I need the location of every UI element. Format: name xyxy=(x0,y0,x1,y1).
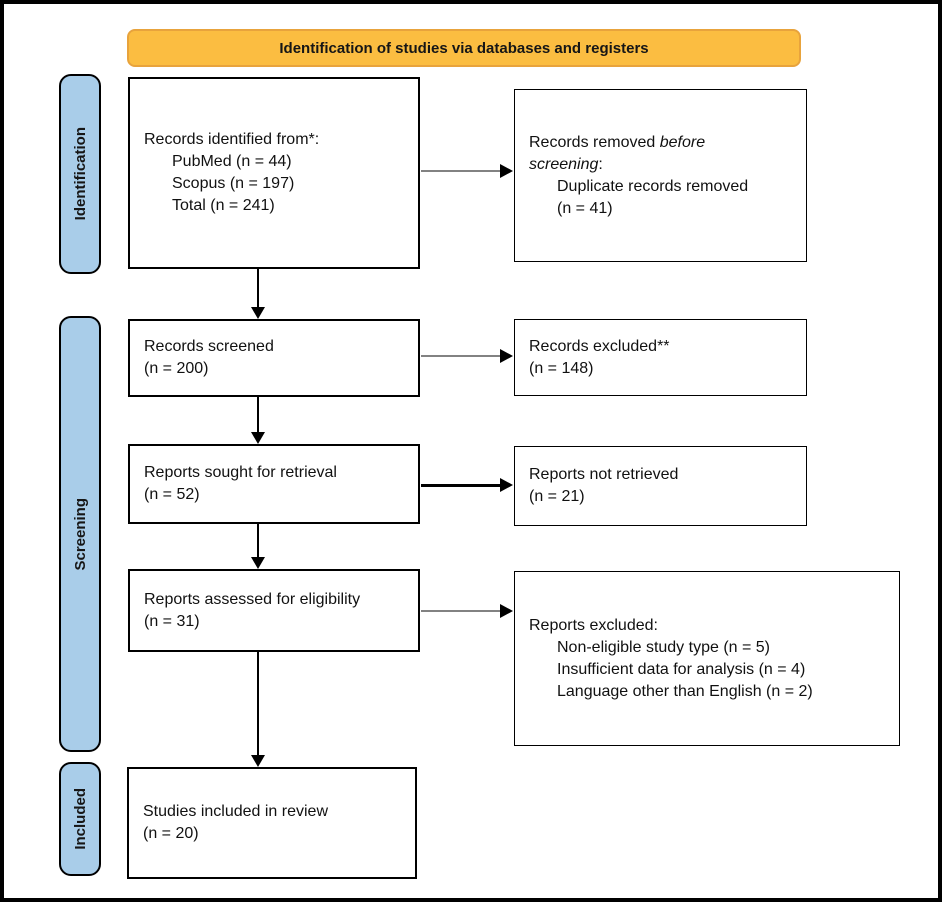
banner-identification-of-studies: Identification of studies via databases … xyxy=(127,29,801,67)
arrow-line-sought-to-not-retrieved xyxy=(421,484,502,487)
arrowhead-assessed-to-included xyxy=(251,755,265,767)
arrowhead-identified-to-removed xyxy=(500,164,513,178)
banner-label: Identification of studies via databases … xyxy=(279,39,649,57)
arrow-line-identified-to-screened xyxy=(257,269,259,309)
box-studies-included: Studies included in review(n = 20) xyxy=(127,767,417,879)
box-records-screened: Records screened(n = 200) xyxy=(128,319,420,397)
box-reports-not-retrieved: Reports not retrieved(n = 21) xyxy=(514,446,807,526)
box-records-excluded: Records excluded**(n = 148) xyxy=(514,319,807,396)
stage-screening: Screening xyxy=(59,316,101,752)
arrowhead-screened-to-excluded xyxy=(500,349,513,363)
arrow-line-screened-to-excluded xyxy=(421,355,502,357)
arrow-line-screened-to-sought xyxy=(257,397,259,434)
arrow-line-assessed-to-reports-excluded xyxy=(421,610,502,612)
box-records-identified: Records identified from*:PubMed (n = 44)… xyxy=(128,77,420,269)
arrowhead-assessed-to-reports-excluded xyxy=(500,604,513,618)
box-reports-sought: Reports sought for retrieval(n = 52) xyxy=(128,444,420,524)
stage-included: Included xyxy=(59,762,101,876)
box-reports-excluded: Reports excluded:Non-eligible study type… xyxy=(514,571,900,746)
stage-identification-label: Identification xyxy=(71,127,89,221)
arrowhead-screened-to-sought xyxy=(251,432,265,444)
stage-screening-label: Screening xyxy=(71,497,89,571)
arrowhead-identified-to-screened xyxy=(251,307,265,319)
arrowhead-sought-to-not-retrieved xyxy=(500,478,513,492)
arrowhead-sought-to-assessed xyxy=(251,557,265,569)
arrow-line-sought-to-assessed xyxy=(257,524,259,559)
stage-included-label: Included xyxy=(71,788,89,850)
arrow-line-identified-to-removed xyxy=(421,170,502,172)
box-reports-assessed: Reports assessed for eligibility(n = 31) xyxy=(128,569,420,652)
arrow-line-assessed-to-included xyxy=(257,652,259,757)
stage-identification: Identification xyxy=(59,74,101,274)
